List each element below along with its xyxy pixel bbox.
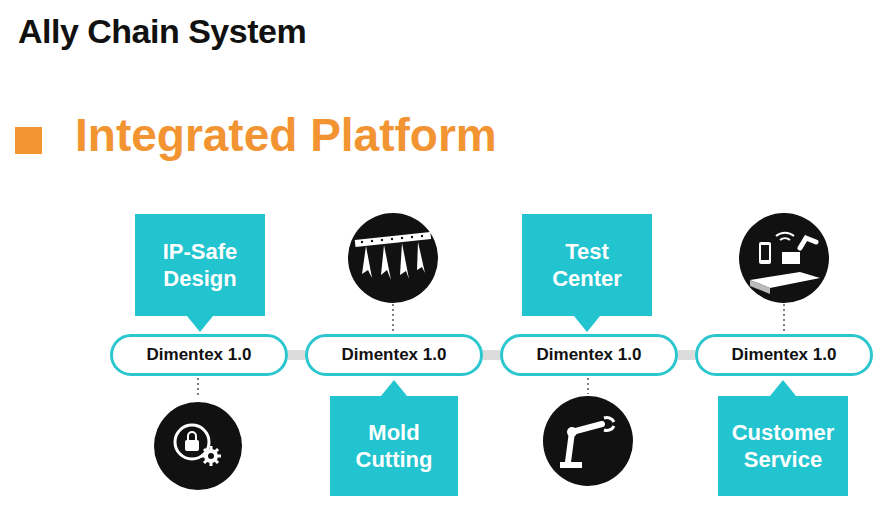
- node-text: Dimentex 1.0: [732, 345, 837, 365]
- section-heading: Integrated Platform: [75, 108, 497, 162]
- callout-pointer: [770, 380, 796, 396]
- callout-box: Mold Cutting: [330, 396, 458, 496]
- node-text: IP-Safe Design: [145, 238, 255, 293]
- pill-box: Dimentex 1.0: [110, 334, 288, 376]
- node-text: Customer Service: [728, 419, 838, 474]
- connector-bar: [483, 355, 500, 356]
- lock-icon: [154, 402, 242, 490]
- callout-pointer: [381, 380, 407, 396]
- cutting-icon: [348, 213, 438, 303]
- callout-pointer: [187, 316, 213, 332]
- node-text: Dimentex 1.0: [147, 345, 252, 365]
- pill-box: Dimentex 1.0: [695, 334, 873, 376]
- pill-box: Dimentex 1.0: [305, 334, 483, 376]
- callout-pointer: [574, 316, 600, 332]
- pill-box: Dimentex 1.0: [500, 334, 678, 376]
- page-title: Ally Chain System: [18, 12, 306, 51]
- node-text: Dimentex 1.0: [342, 345, 447, 365]
- robot-arm-icon: [543, 396, 633, 486]
- callout-box: Test Center: [522, 214, 652, 316]
- connector-bar: [678, 355, 695, 356]
- node-text: Mold Cutting: [340, 419, 448, 474]
- devices-icon: [739, 213, 829, 303]
- callout-box: Customer Service: [718, 396, 848, 496]
- callout-box: IP-Safe Design: [135, 214, 265, 316]
- heading-square: [15, 127, 42, 154]
- node-text: Test Center: [532, 238, 642, 293]
- node-text: Dimentex 1.0: [537, 345, 642, 365]
- connector-bar: [288, 355, 305, 356]
